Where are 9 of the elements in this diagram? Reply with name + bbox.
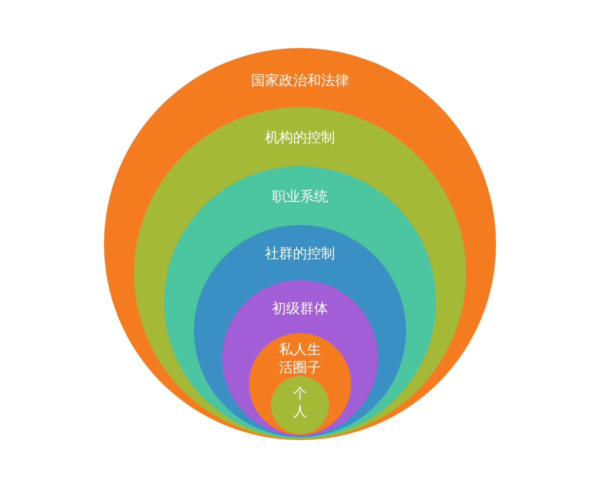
band-label: 职业系统 [271, 188, 329, 206]
band-label: 社群的控制 [264, 245, 336, 263]
band-label: 个人 [292, 385, 308, 421]
band-label: 机构的控制 [264, 129, 336, 147]
band-label: 国家政治和法律 [250, 72, 350, 90]
circle-band [271, 376, 329, 434]
band-label: 私人生活圈子 [278, 341, 322, 377]
circle-band [249, 333, 351, 435]
band-label: 初级群体 [271, 300, 329, 318]
